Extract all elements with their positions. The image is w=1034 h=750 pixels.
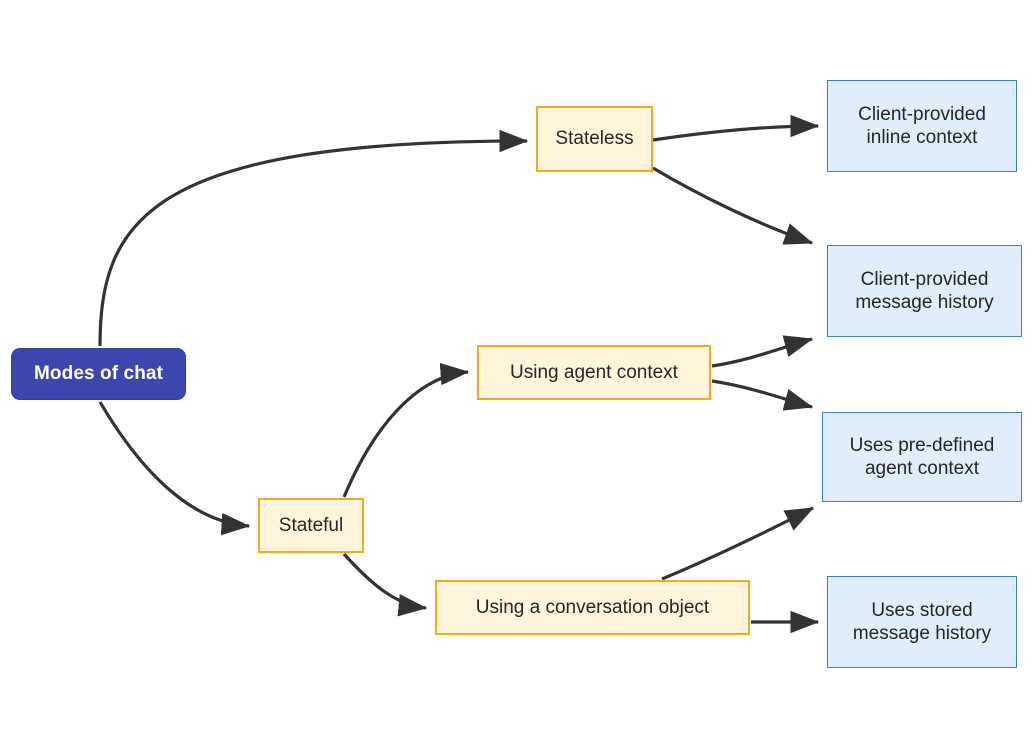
node-label: Using a conversation object (475, 596, 710, 618)
node-label: Stateless (555, 128, 634, 150)
node-predefined[interactable]: Uses pre-defined agent context (822, 412, 1022, 502)
node-label: Modes of chat (33, 363, 164, 385)
node-inline[interactable]: Client-provided inline context (827, 80, 1017, 172)
node-agentctx[interactable]: Using agent context (477, 345, 711, 400)
node-label: Client-provided inline context (858, 103, 986, 148)
node-label: Uses pre-defined agent context (849, 434, 995, 479)
node-stateful[interactable]: Stateful (258, 498, 364, 553)
node-root[interactable]: Modes of chat (11, 348, 186, 400)
edge-stateless-to-inline (652, 114, 820, 142)
edge-root-to-stateful (98, 401, 251, 536)
edge-convobj-to-predefined (661, 506, 815, 581)
edge-root-to-stateless (98, 129, 529, 347)
edge-stateful-to-agentctx (342, 362, 470, 498)
edge-agentctx-to-msghistory (711, 335, 814, 368)
node-label: Stateful (278, 514, 344, 536)
node-msghistory[interactable]: Client-provided message history (827, 245, 1022, 337)
node-label: Uses stored message history (852, 599, 992, 644)
node-stateless[interactable]: Stateless (536, 106, 653, 172)
node-stored[interactable]: Uses stored message history (827, 576, 1017, 668)
node-label: Using agent context (510, 361, 678, 383)
edge-stateful-to-convobj (342, 552, 428, 617)
edge-stateless-to-msghistory (652, 166, 814, 245)
edge-agentctx-to-predefined (711, 379, 814, 411)
node-label: Client-provided message history (855, 268, 994, 313)
node-convobj[interactable]: Using a conversation object (435, 580, 750, 635)
